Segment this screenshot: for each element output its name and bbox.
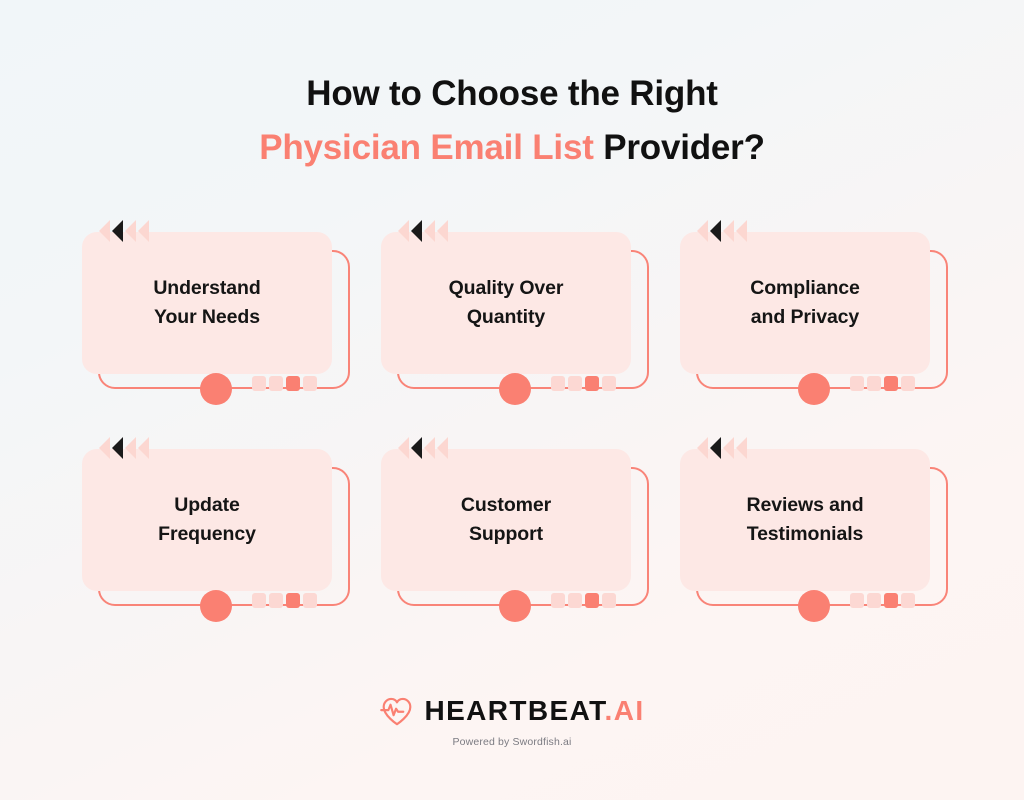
triangle-left-icon bbox=[99, 437, 110, 459]
card-panel bbox=[381, 449, 631, 591]
triangle-left-icon bbox=[437, 437, 448, 459]
triangle-left-icon-active bbox=[710, 437, 721, 459]
card-progress-dot bbox=[499, 590, 531, 622]
card-arrow-markers bbox=[99, 220, 159, 242]
triangle-left-icon bbox=[424, 437, 435, 459]
square-marker bbox=[850, 593, 864, 608]
title-line-2: Physician Email List Provider? bbox=[0, 122, 1024, 174]
card-panel bbox=[381, 232, 631, 374]
square-marker-active bbox=[884, 593, 898, 608]
card-square-markers bbox=[551, 376, 631, 392]
card-square-markers bbox=[850, 376, 930, 392]
title-rest-text: Provider? bbox=[593, 128, 765, 167]
square-marker bbox=[269, 593, 283, 608]
card-panel bbox=[82, 232, 332, 374]
logo-tagline: Powered by Swordfish.ai bbox=[452, 736, 572, 748]
square-marker bbox=[867, 376, 881, 391]
logo-row: HEARTBEAT.AI bbox=[379, 694, 644, 727]
card-label: Understand Your Needs bbox=[153, 277, 261, 328]
triangle-left-icon bbox=[723, 437, 734, 459]
card-row-1: Understand Your Needs Qual bbox=[82, 220, 962, 449]
card-arrow-markers bbox=[398, 437, 458, 459]
triangle-left-icon bbox=[437, 220, 448, 242]
card-compliance-and-privacy[interactable]: Compliance and Privacy bbox=[680, 220, 948, 407]
card-understand-your-needs[interactable]: Understand Your Needs bbox=[82, 220, 350, 407]
square-marker bbox=[551, 593, 565, 608]
triangle-left-icon-active bbox=[411, 437, 422, 459]
triangle-left-icon bbox=[697, 437, 708, 459]
triangle-left-icon bbox=[125, 437, 136, 459]
triangle-left-icon bbox=[398, 437, 409, 459]
square-marker bbox=[568, 593, 582, 608]
triangle-left-icon bbox=[424, 220, 435, 242]
square-marker bbox=[602, 376, 616, 391]
card-label: Customer Support bbox=[460, 494, 552, 545]
triangle-left-icon bbox=[736, 437, 747, 459]
triangle-left-icon-active bbox=[710, 220, 721, 242]
square-marker bbox=[269, 376, 283, 391]
card-square-markers bbox=[252, 593, 332, 609]
square-marker bbox=[602, 593, 616, 608]
square-marker-active bbox=[585, 376, 599, 391]
logo-name: HEARTBEAT bbox=[424, 694, 605, 726]
card-progress-dot bbox=[499, 373, 531, 405]
logo-wordmark: HEARTBEAT.AI bbox=[424, 694, 645, 726]
card-row-2: Update Frequency Customer bbox=[82, 437, 962, 666]
logo-suffix: .AI bbox=[604, 694, 645, 726]
square-marker bbox=[867, 593, 881, 608]
triangle-left-icon bbox=[723, 220, 734, 242]
card-quality-over-quantity[interactable]: Quality Over Quantity bbox=[381, 220, 649, 407]
square-marker-active bbox=[884, 376, 898, 391]
card-panel bbox=[680, 449, 930, 591]
triangle-left-icon bbox=[736, 220, 747, 242]
triangle-left-icon bbox=[398, 220, 409, 242]
square-marker bbox=[568, 376, 582, 391]
page-title: How to Choose the Right Physician Email … bbox=[0, 68, 1024, 174]
square-marker bbox=[303, 593, 317, 608]
triangle-left-icon bbox=[697, 220, 708, 242]
heart-pulse-icon bbox=[380, 697, 412, 726]
triangle-left-icon bbox=[138, 437, 149, 459]
card-progress-dot bbox=[200, 373, 232, 405]
square-marker bbox=[303, 376, 317, 391]
card-arrow-markers bbox=[99, 437, 159, 459]
card-label: Update Frequency bbox=[158, 494, 256, 545]
card-panel bbox=[680, 232, 930, 374]
card-progress-dot bbox=[798, 590, 830, 622]
square-marker bbox=[901, 376, 915, 391]
triangle-left-icon-active bbox=[112, 220, 123, 242]
card-progress-dot bbox=[200, 590, 232, 622]
card-label: Compliance and Privacy bbox=[750, 277, 860, 328]
card-square-markers bbox=[551, 593, 631, 609]
card-arrow-markers bbox=[697, 220, 757, 242]
card-label: Reviews and Testimonials bbox=[746, 494, 864, 545]
card-update-frequency[interactable]: Update Frequency bbox=[82, 437, 350, 624]
card-arrow-markers bbox=[398, 220, 458, 242]
triangle-left-icon bbox=[125, 220, 136, 242]
card-panel bbox=[82, 449, 332, 591]
card-progress-dot bbox=[798, 373, 830, 405]
card-square-markers bbox=[252, 376, 332, 392]
square-marker bbox=[252, 376, 266, 391]
triangle-left-icon-active bbox=[112, 437, 123, 459]
brand-logo: HEARTBEAT.AI Powered by Swordfish.ai bbox=[0, 694, 1024, 748]
title-line-1: How to Choose the Right bbox=[306, 74, 718, 113]
square-marker bbox=[252, 593, 266, 608]
card-arrow-markers bbox=[697, 437, 757, 459]
triangle-left-icon bbox=[99, 220, 110, 242]
triangle-left-icon-active bbox=[411, 220, 422, 242]
title-accent-text: Physician Email List bbox=[259, 128, 594, 167]
square-marker bbox=[551, 376, 565, 391]
card-grid: Understand Your Needs Qual bbox=[82, 220, 962, 666]
square-marker-active bbox=[286, 376, 300, 391]
card-label: Quality Over Quantity bbox=[448, 277, 564, 328]
triangle-left-icon bbox=[138, 220, 149, 242]
square-marker bbox=[850, 376, 864, 391]
card-customer-support[interactable]: Customer Support bbox=[381, 437, 649, 624]
square-marker-active bbox=[585, 593, 599, 608]
square-marker-active bbox=[286, 593, 300, 608]
card-reviews-and-testimonials[interactable]: Reviews and Testimonials bbox=[680, 437, 948, 624]
square-marker bbox=[901, 593, 915, 608]
card-square-markers bbox=[850, 593, 930, 609]
